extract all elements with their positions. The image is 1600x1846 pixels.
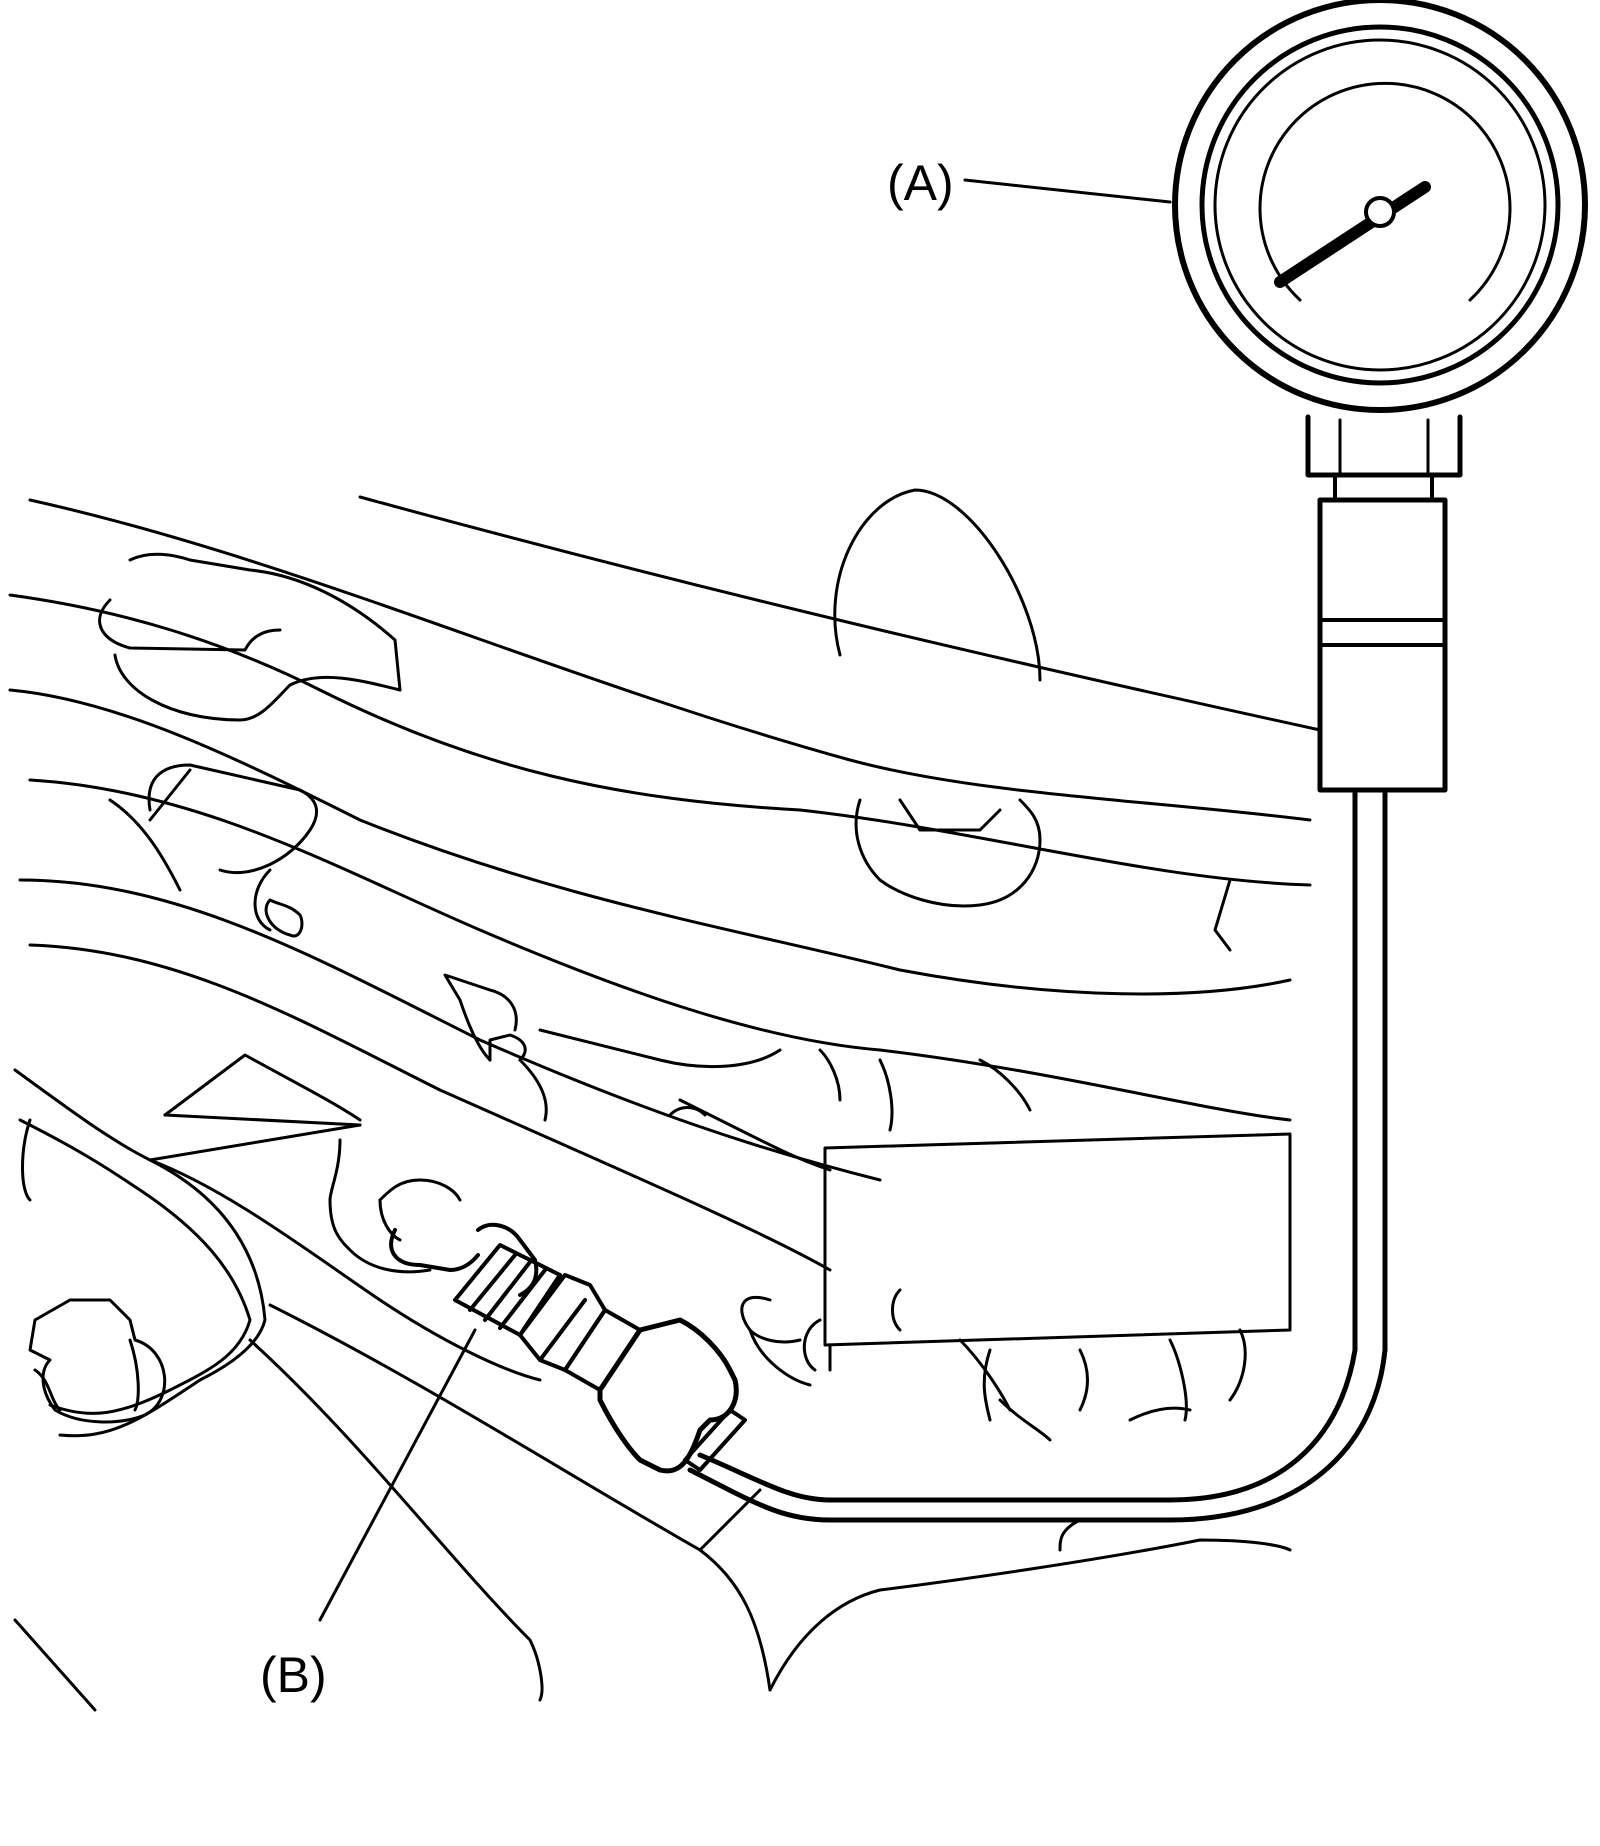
engine-background [8, 488, 1322, 1712]
callout-b-leader [318, 1328, 477, 1622]
gauge-needle-pivot [1364, 196, 1396, 228]
gauge-hex-fitting [1305, 414, 1463, 478]
pressure-gauge [1172, 0, 1588, 793]
callout-b: (B) [260, 1328, 477, 1703]
gauge-needle [1274, 181, 1431, 288]
gauge-hose [687, 787, 1388, 1523]
gauge-outer-ring [1172, 0, 1588, 413]
gauge-bezel [1199, 24, 1561, 386]
spark-plug-adapter [389, 1222, 747, 1474]
bracket-plate [823, 1132, 1292, 1347]
callout-b-label: (B) [260, 1647, 327, 1703]
callout-a-label: (A) [887, 155, 954, 211]
callout-a: (A) [887, 155, 1172, 211]
callout-a-leader [963, 178, 1172, 204]
